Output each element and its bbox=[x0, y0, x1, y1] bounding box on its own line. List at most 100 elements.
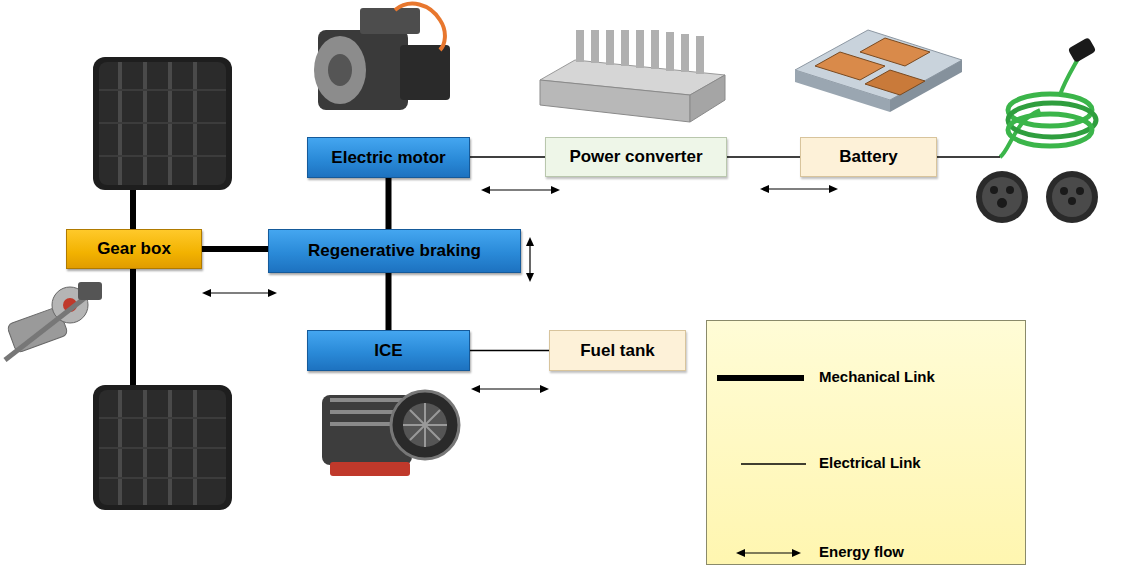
component-box: Regenerative braking bbox=[268, 229, 521, 273]
converter-end bbox=[690, 75, 725, 122]
electrical-link bbox=[727, 156, 800, 158]
arrow-shaft bbox=[766, 188, 832, 189]
turbine-wheel bbox=[403, 403, 447, 447]
energy-flow-arrow bbox=[202, 289, 277, 297]
battery-module bbox=[865, 70, 925, 95]
tire-tread bbox=[99, 390, 226, 505]
battery-module bbox=[860, 38, 930, 66]
legend-sample bbox=[707, 363, 817, 393]
motor-top bbox=[360, 8, 420, 34]
tire-tread bbox=[99, 62, 226, 185]
axle-line bbox=[130, 185, 136, 390]
storage-box: Battery bbox=[800, 137, 937, 177]
cable-coil bbox=[1008, 114, 1092, 146]
socket-pin bbox=[990, 186, 998, 194]
charging-plug bbox=[1068, 37, 1097, 63]
arrowhead bbox=[736, 549, 745, 557]
charger-illustration bbox=[976, 37, 1098, 223]
node-label: Gear box bbox=[97, 239, 171, 259]
arrowhead bbox=[792, 549, 801, 557]
turbine-blade bbox=[403, 403, 447, 447]
legend-item: Energy flow bbox=[707, 538, 1025, 568]
arrowhead bbox=[471, 385, 480, 393]
energy-flow-arrow bbox=[481, 186, 560, 194]
electrical-link-sample bbox=[741, 463, 806, 465]
node-label: ICE bbox=[374, 341, 402, 361]
legend-label: Mechanical Link bbox=[819, 368, 935, 385]
orange-cable bbox=[395, 4, 445, 50]
gearbox-illustration bbox=[5, 282, 102, 360]
pack-side bbox=[795, 70, 890, 112]
electrical-link bbox=[470, 156, 545, 158]
electrical-wire bbox=[937, 156, 1000, 158]
converter-side bbox=[540, 80, 690, 122]
node-label: Battery bbox=[839, 147, 898, 167]
turbine-housing bbox=[391, 391, 459, 459]
socket-pin bbox=[1006, 186, 1014, 194]
tire-body bbox=[93, 57, 232, 190]
arrowhead bbox=[540, 385, 549, 393]
node-label: Fuel tank bbox=[580, 341, 655, 361]
energy-flow-arrow bbox=[526, 237, 534, 282]
inverter-block bbox=[400, 45, 450, 100]
component-box: Gear box bbox=[66, 229, 202, 269]
motor-cylinder bbox=[314, 36, 366, 104]
tread-line bbox=[99, 90, 226, 156]
socket-face bbox=[982, 177, 1022, 217]
energy-flow-arrow bbox=[471, 385, 549, 393]
socket-pin bbox=[997, 198, 1007, 208]
arrow-shaft bbox=[487, 189, 554, 190]
tread-line bbox=[99, 418, 226, 478]
legend-panel: Mechanical LinkElectrical LinkEnergy flo… bbox=[706, 320, 1026, 565]
arrowhead bbox=[202, 289, 211, 297]
node-label: Power converter bbox=[569, 147, 702, 167]
socket-face bbox=[1052, 177, 1092, 217]
tire-illustration bbox=[93, 385, 232, 510]
arrowhead bbox=[551, 186, 560, 194]
arrowhead bbox=[526, 237, 534, 246]
energy-flow-arrow bbox=[760, 185, 838, 193]
energy-flow-sample bbox=[742, 552, 795, 553]
arrow-shaft bbox=[529, 243, 530, 276]
legend-label: Energy flow bbox=[819, 543, 904, 560]
component-box: ICE bbox=[307, 330, 470, 371]
engine-base bbox=[330, 462, 410, 476]
arrowhead bbox=[829, 185, 838, 193]
motor-shaft bbox=[328, 54, 352, 86]
legend-item: Mechanical Link bbox=[707, 363, 1025, 393]
converter-illustration bbox=[540, 30, 725, 122]
node-label: Regenerative braking bbox=[308, 241, 481, 261]
socket-connector bbox=[1046, 171, 1098, 223]
arrowhead bbox=[268, 289, 277, 297]
battery-pack-illustration bbox=[795, 30, 962, 112]
gear-mount bbox=[78, 282, 102, 300]
legend-label: Electrical Link bbox=[819, 454, 921, 471]
mechanical-link-sample bbox=[717, 375, 804, 381]
tire-body bbox=[93, 385, 232, 510]
motor-illustration bbox=[314, 4, 450, 110]
drive-shaft bbox=[5, 290, 95, 360]
arrow-shaft bbox=[208, 292, 271, 293]
arrowhead bbox=[481, 186, 490, 194]
legend-item: Electrical Link bbox=[707, 449, 1025, 479]
storage-box: Fuel tank bbox=[549, 330, 686, 371]
tire-illustration bbox=[93, 57, 232, 190]
mechanical-link bbox=[202, 246, 268, 252]
legend-sample bbox=[707, 449, 817, 479]
component-box: Power converter bbox=[545, 137, 727, 177]
socket-pin bbox=[1076, 187, 1084, 195]
arrow-shaft bbox=[477, 388, 543, 389]
mechanical-link bbox=[386, 178, 392, 229]
engine-illustration bbox=[322, 391, 459, 476]
arrowhead bbox=[526, 273, 534, 282]
socket-pin bbox=[1068, 197, 1076, 205]
legend-sample bbox=[707, 538, 817, 568]
node-label: Electric motor bbox=[331, 148, 445, 168]
socket-connector bbox=[976, 171, 1028, 223]
socket-pin bbox=[1060, 187, 1068, 195]
electrical-link bbox=[470, 350, 549, 352]
mechanical-link bbox=[386, 273, 392, 330]
arrowhead bbox=[760, 185, 769, 193]
cooling-fin bbox=[580, 30, 700, 74]
